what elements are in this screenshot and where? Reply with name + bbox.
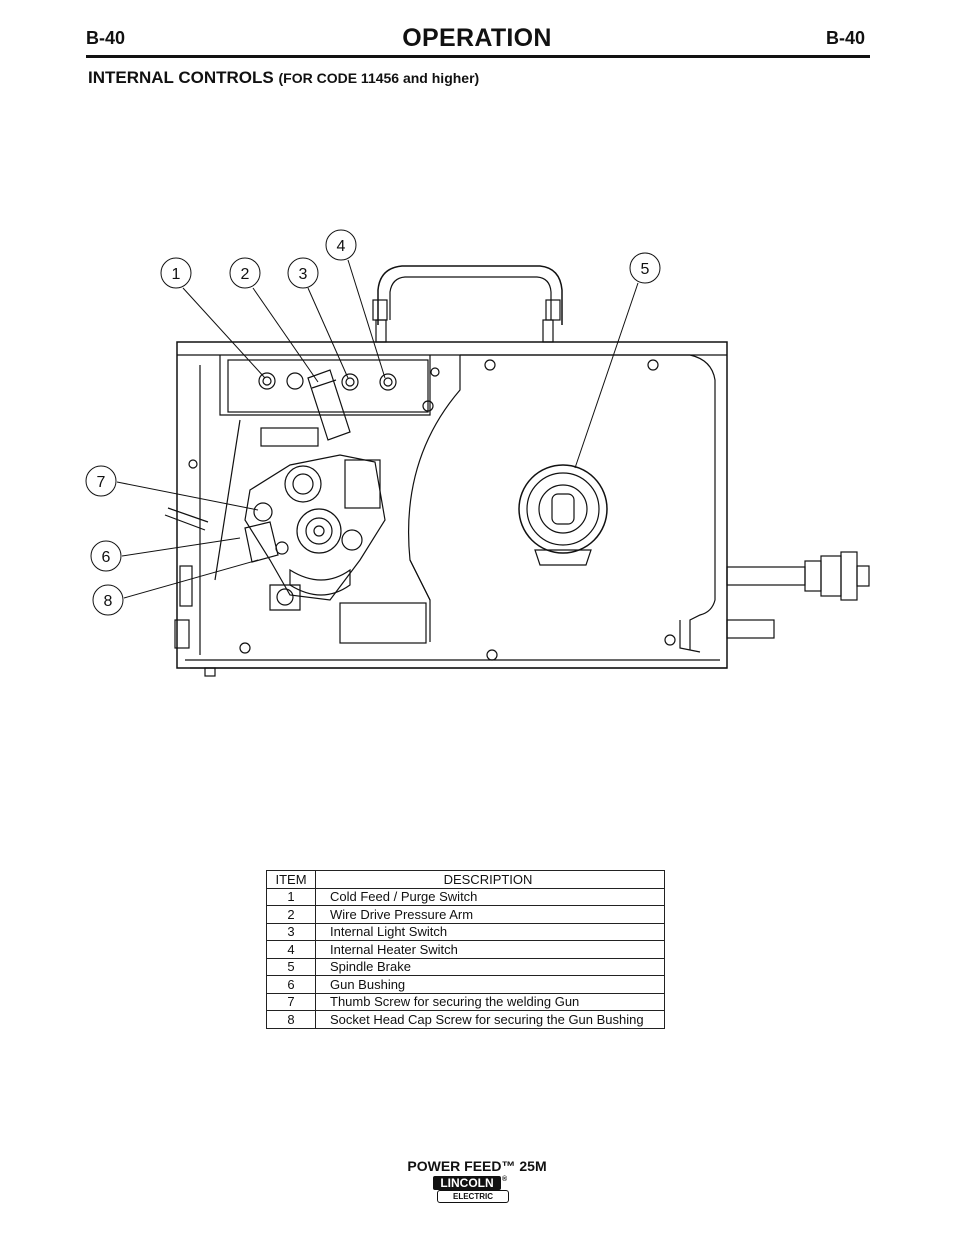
table-row: 1 Cold Feed / Purge Switch xyxy=(266,887,665,906)
callout-4 xyxy=(325,229,357,261)
table-cell-item: 1 xyxy=(266,887,316,906)
callout-3 xyxy=(287,257,319,289)
callout-label-8: 8 xyxy=(104,593,113,610)
table-cell-item: 3 xyxy=(266,922,316,941)
table-row: 6 Gun Bushing xyxy=(266,975,665,994)
table-cell-description: Gun Bushing xyxy=(315,975,665,994)
wire-feeder-diagram: 1 2 3 4 5 6 7 8 xyxy=(85,229,870,677)
section-heading: INTERNAL CONTROLS (FOR CODE 11456 and hi… xyxy=(88,68,479,88)
logo-top-text: LINCOLN xyxy=(433,1176,501,1190)
callouts xyxy=(85,229,661,616)
page-title: OPERATION xyxy=(402,24,552,52)
callout-1 xyxy=(160,257,192,289)
callout-label-3: 3 xyxy=(299,266,308,283)
table-cell-description: Socket Head Cap Screw for securing the G… xyxy=(315,1010,665,1029)
callout-5 xyxy=(629,252,661,284)
section-title: INTERNAL CONTROLS xyxy=(88,68,274,87)
callout-8 xyxy=(92,584,124,616)
callout-label-1: 1 xyxy=(172,266,181,283)
table-row: 7 Thumb Screw for securing the welding G… xyxy=(266,992,665,1011)
table-cell-description: Internal Light Switch xyxy=(315,922,665,941)
leader-lines xyxy=(116,259,639,599)
housing xyxy=(176,341,728,669)
logo-bottom-text: ELECTRIC xyxy=(437,1190,509,1203)
table-header-item: ITEM xyxy=(266,870,316,889)
table-cell-item: 8 xyxy=(266,1010,316,1029)
callout-7 xyxy=(85,465,117,497)
table-cell-item: 6 xyxy=(266,975,316,994)
callout-label-6: 6 xyxy=(102,549,111,566)
table-row: 8 Socket Head Cap Screw for securing the… xyxy=(266,1010,665,1029)
table-cell-description: Wire Drive Pressure Arm xyxy=(315,905,665,924)
lincoln-electric-logo: LINCOLN ® ELECTRIC xyxy=(433,1176,509,1204)
table-row: 4 Internal Heater Switch xyxy=(266,940,665,959)
table-row: 5 Spindle Brake xyxy=(266,957,665,976)
callout-2 xyxy=(229,257,261,289)
logo-registered-mark: ® xyxy=(502,1176,508,1183)
table-cell-description: Thumb Screw for securing the welding Gun xyxy=(315,992,665,1011)
table-row: 3 Internal Light Switch xyxy=(266,922,665,941)
table-cell-description: Spindle Brake xyxy=(315,957,665,976)
footer-product-name: POWER FEED™ 25M xyxy=(407,1158,547,1174)
carry-handle xyxy=(372,265,563,343)
callout-label-2: 2 xyxy=(241,266,250,283)
page-code-left: B-40 xyxy=(86,28,126,48)
callout-label-7: 7 xyxy=(97,474,106,491)
left-bushing xyxy=(164,507,216,677)
table-row: 2 Wire Drive Pressure Arm xyxy=(266,905,665,924)
table-cell-item: 5 xyxy=(266,957,316,976)
section-subtitle: (FOR CODE 11456 and higher) xyxy=(278,70,480,86)
table-cell-item: 4 xyxy=(266,940,316,959)
spindle-brake xyxy=(518,464,608,566)
table-header-row: ITEM DESCRIPTION xyxy=(266,870,665,889)
table-cell-description: Cold Feed / Purge Switch xyxy=(315,887,665,906)
callout-label-4: 4 xyxy=(337,238,346,255)
panel-controls xyxy=(258,367,440,441)
drive-roll-assembly xyxy=(244,454,386,611)
callout-6 xyxy=(90,540,122,572)
page-code-right: B-40 xyxy=(826,28,866,48)
gun-connector xyxy=(726,551,870,639)
callout-label-5: 5 xyxy=(641,261,650,278)
screws xyxy=(188,359,676,661)
parts-table: ITEM DESCRIPTION 1 Cold Feed / Purge Swi… xyxy=(266,870,665,1029)
table-cell-item: 2 xyxy=(266,905,316,924)
table-cell-description: Internal Heater Switch xyxy=(315,940,665,959)
table-cell-item: 7 xyxy=(266,992,316,1011)
table-header-description: DESCRIPTION xyxy=(315,870,665,889)
header-rule xyxy=(86,55,870,58)
